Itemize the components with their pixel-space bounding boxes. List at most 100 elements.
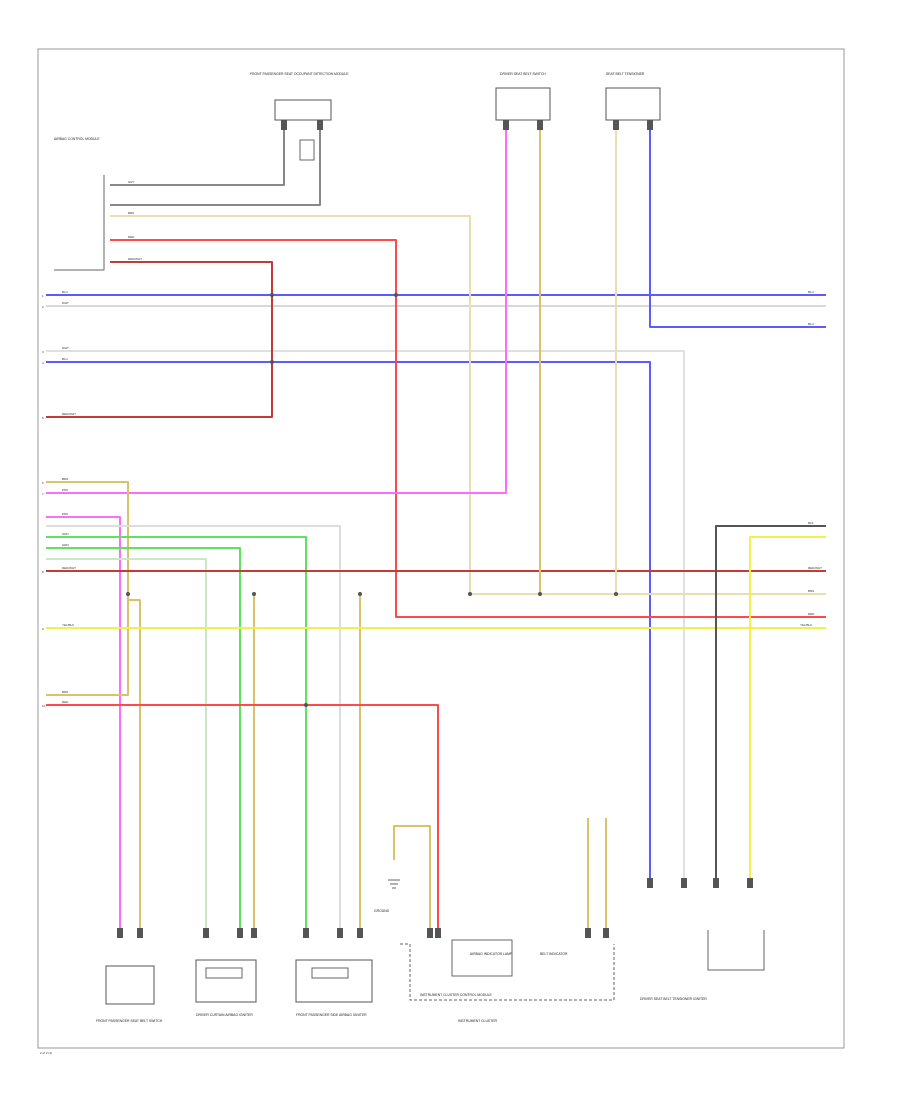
wire-tan-left (46, 481, 129, 696)
igniter-outline (707, 930, 765, 971)
connector-pin (137, 928, 143, 938)
wire-label-gry: GRY (128, 180, 134, 184)
splice-dot (252, 592, 256, 596)
switch-box (495, 87, 551, 121)
wire-gray-top2 (110, 120, 321, 206)
pin-num: 4 (42, 361, 44, 365)
wire-label-yel: YEL/BLK (800, 623, 812, 627)
wire-label-grn: GRN (62, 543, 69, 547)
wire-label-blu: BLU (808, 322, 814, 326)
connector-pin (613, 120, 619, 130)
splice-dot (304, 703, 308, 707)
ground-label: GROUND (374, 909, 390, 913)
pin-num: 6 (42, 481, 44, 485)
wire-label-blu: BLU (62, 290, 68, 294)
connector-pin (317, 120, 323, 130)
wire-label-redwht: RED/WHT (128, 257, 142, 261)
switch-box (105, 965, 155, 1005)
wire-tan-gnd (393, 825, 431, 930)
cluster-outline (400, 943, 615, 1001)
wire-label-redwht: RED/WHT (808, 566, 822, 570)
pin-num: 7 (42, 492, 44, 496)
wire-darkred-loop (46, 261, 273, 418)
seat-belt-tensioner-label: SEAT BELT TENSIONER (606, 72, 645, 76)
driver-seat-belt-tensioner-igniter-label: DRIVER SEAT BELT TENSIONER IGNITER (640, 997, 707, 1001)
front-passenger-seat-belt-switch: FRONT PASSENGER SEAT BELT SWITCH (96, 965, 163, 1023)
connector-pin (251, 928, 257, 938)
occupant-detection-module-label: FRONT PASSENGER SEAT OCCUPANT DETECTION … (250, 72, 349, 76)
wire-tan-top (110, 215, 471, 594)
instrument-cluster-control-module-label: INSTRUMENT CLUSTER CONTROL MODULE (420, 993, 493, 997)
wire-label-blk: BLK (808, 521, 814, 525)
wire-blue-mid (46, 361, 651, 880)
page-label: 2 of 3 (4) (40, 1051, 52, 1055)
wire-label-blu: BLU (62, 357, 68, 361)
wire-label-red: RED (62, 700, 69, 704)
left-pins: 1 2 3 4 5 6 7 8 9 10 (42, 294, 46, 708)
wire-label-grn: GRN (62, 532, 69, 536)
splice-dot (614, 592, 618, 596)
airbag-control-module: AIRBAG CONTROL MODULE (54, 137, 105, 271)
igniter-box (195, 959, 257, 1003)
splice-dot (468, 592, 472, 596)
connector-pin (337, 928, 343, 938)
wire-label-blu: BLU (808, 290, 814, 294)
splice-dot (270, 360, 274, 364)
connector-pin (117, 928, 123, 938)
connector-pin (747, 878, 753, 888)
airbag-control-module-label: AIRBAG CONTROL MODULE (54, 137, 100, 141)
tensioner-box (605, 87, 661, 121)
bottom-connector-stubs (117, 120, 753, 938)
front-passenger-seat-belt-switch-label: FRONT PASSENGER SEAT BELT SWITCH (96, 1019, 163, 1023)
igniter-box (295, 959, 373, 1003)
wire-label-tan: BRN (62, 690, 68, 694)
splice-dot (126, 592, 130, 596)
wire-label-tan: BRN (62, 477, 68, 481)
connector-pin (537, 120, 543, 130)
connector-pin (435, 928, 441, 938)
wire-tan-left2 (128, 599, 141, 930)
connector-pin (585, 928, 591, 938)
wire-label-tan: BRN (128, 211, 134, 215)
pin-num: 3 (42, 350, 44, 354)
module-box (274, 99, 332, 121)
wire-red-main (110, 239, 826, 618)
connector-pin (427, 928, 433, 938)
connector-pin (281, 120, 287, 130)
pin-num: 8 (42, 570, 44, 574)
wire-gray-top (110, 120, 285, 186)
wire-green-1 (46, 536, 307, 930)
ground-icon (388, 879, 400, 889)
wire-pink-upper (46, 120, 507, 494)
splice-dot (538, 592, 542, 596)
wire-label-redwht: RED/WHT (62, 566, 76, 570)
wire-label-wht: WHT (62, 346, 69, 350)
seat-belt-tensioner: SEAT BELT TENSIONER (605, 72, 661, 121)
driver-seat-belt-tensioner-igniter: DRIVER SEAT BELT TENSIONER IGNITER (640, 930, 765, 1001)
indicator-box (451, 939, 513, 977)
splice-points (126, 293, 618, 707)
wire-label-redwht: RED/WHT (62, 412, 76, 416)
connector-pin (713, 878, 719, 888)
igniter-element (311, 967, 349, 979)
module-outline (54, 175, 105, 271)
connector-pin (647, 120, 653, 130)
instrument-cluster-label: INSTRUMENT CLUSTER (458, 1019, 497, 1023)
pin-num: 2 (42, 305, 44, 309)
connector-pin (303, 928, 309, 938)
connector-pin (357, 928, 363, 938)
driver-seat-belt-switch-label: DRIVER SEAT BELT SWITCH (500, 72, 546, 76)
wire-blue-right (649, 120, 826, 328)
wire-label-red: RED (808, 612, 815, 616)
driver-curtain-airbag-igniter: DRIVER CURTAIN AIRBAG IGNITER (195, 959, 257, 1017)
connector-block (299, 139, 315, 161)
wire-label-wht: WHT (62, 301, 69, 305)
pin-num: 10 (42, 704, 46, 708)
wire-gray-thin (46, 525, 341, 930)
connector-pin (503, 120, 509, 130)
instrument-cluster: AIRBAG INDICATOR LAMP BELT INDICATOR INS… (400, 939, 615, 1023)
occupant-detection-module: FRONT PASSENGER SEAT OCCUPANT DETECTION … (250, 72, 349, 161)
airbag-indicator-lamp-label: AIRBAG INDICATOR LAMP (470, 952, 513, 956)
wire-label-pnk: PNK (62, 488, 68, 492)
